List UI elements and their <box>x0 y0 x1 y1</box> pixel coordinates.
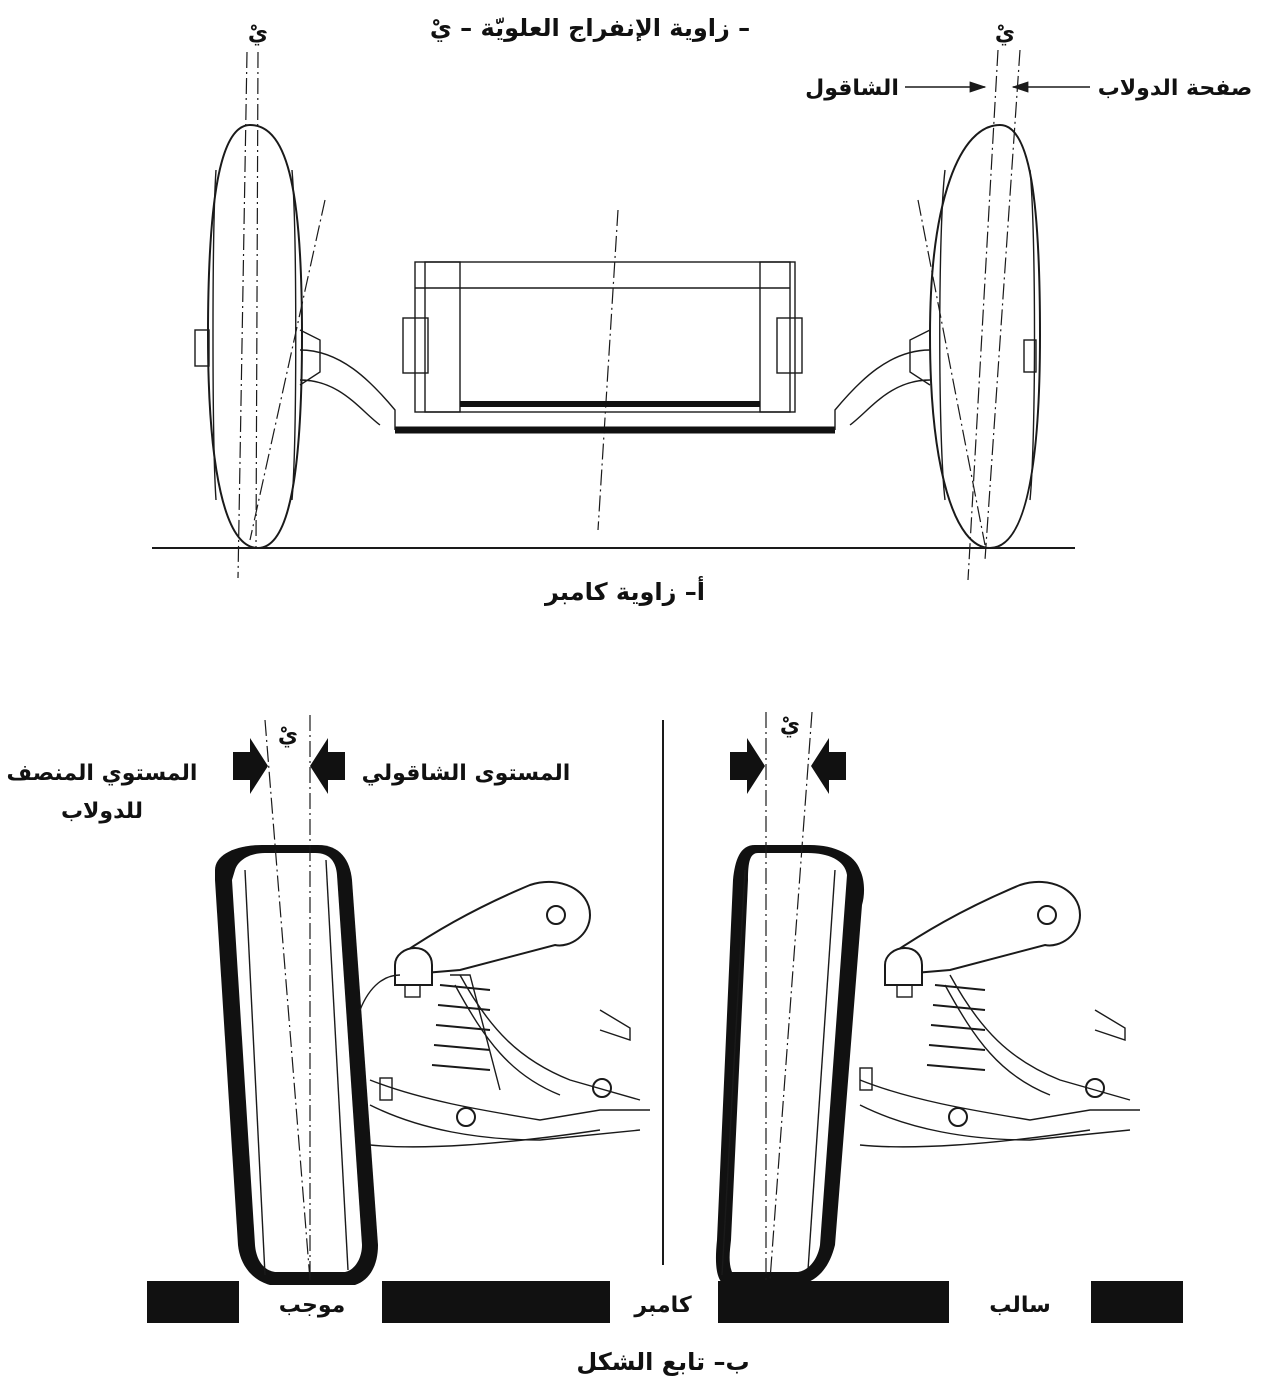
positive-label: موجب <box>279 1293 346 1318</box>
axle-assembly <box>299 261 931 434</box>
right-plane-arrows <box>730 738 846 794</box>
bar-segment-4 <box>1091 1281 1183 1323</box>
caption-a: أ– زاوية كامبر <box>544 576 705 606</box>
vertical-label: الشاقول <box>805 76 899 101</box>
right-wheel-plane-line <box>984 49 1021 561</box>
left-coil-spring <box>431 984 491 1071</box>
left-suspension <box>359 880 650 1148</box>
left-wheel <box>194 51 326 579</box>
bar-segment-3 <box>718 1281 949 1323</box>
left-vertical-line <box>237 51 248 579</box>
camber-label: كامبر <box>633 1293 692 1318</box>
negative-label: سالب <box>989 1293 1050 1318</box>
left-midplane-arrow <box>233 738 268 794</box>
right-wheel-midplane <box>769 711 813 1281</box>
right-vertical-line <box>967 49 999 581</box>
wheel-midplane-label-2: للدولاب <box>61 799 143 824</box>
left-wheel-plane-line <box>255 51 259 549</box>
bar-segment-1 <box>147 1281 239 1323</box>
vertical-plane-label: المستوى الشاقولي <box>362 761 571 786</box>
left-kingpin-line <box>249 199 326 541</box>
wheel-midplane-label-1: المستوي المنصف <box>7 761 198 786</box>
left-vertical-arrow <box>310 738 345 794</box>
right-midplane-arrow <box>730 738 765 794</box>
right-kingpin-line <box>917 199 986 546</box>
right-vertical-arrow <box>811 738 846 794</box>
center-axis <box>597 209 619 531</box>
top-angle-title: – زاوية الإنفراج العلويّة – يْ <box>430 14 750 42</box>
left-tire-positive <box>215 715 378 1285</box>
angle-label-left: يْ <box>248 21 268 46</box>
caption-b: ب– تابع الشكل <box>576 1348 749 1376</box>
angle-label-b-left: يْ <box>278 723 298 748</box>
bar-segment-2 <box>382 1281 610 1323</box>
right-coil-spring <box>926 984 986 1071</box>
angle-label-right: يْ <box>995 21 1015 46</box>
camber-scale-bar <box>147 1281 1183 1323</box>
right-wheel <box>917 49 1042 581</box>
wheel-face-label: صفحة الدولاب <box>1098 76 1253 101</box>
right-suspension <box>859 880 1140 1148</box>
left-wheel-midplane <box>264 719 311 1281</box>
right-tire-negative <box>715 711 865 1285</box>
front-axle-view <box>152 49 1075 581</box>
angle-label-b-right: يْ <box>780 713 800 738</box>
left-plane-arrows <box>233 738 345 794</box>
